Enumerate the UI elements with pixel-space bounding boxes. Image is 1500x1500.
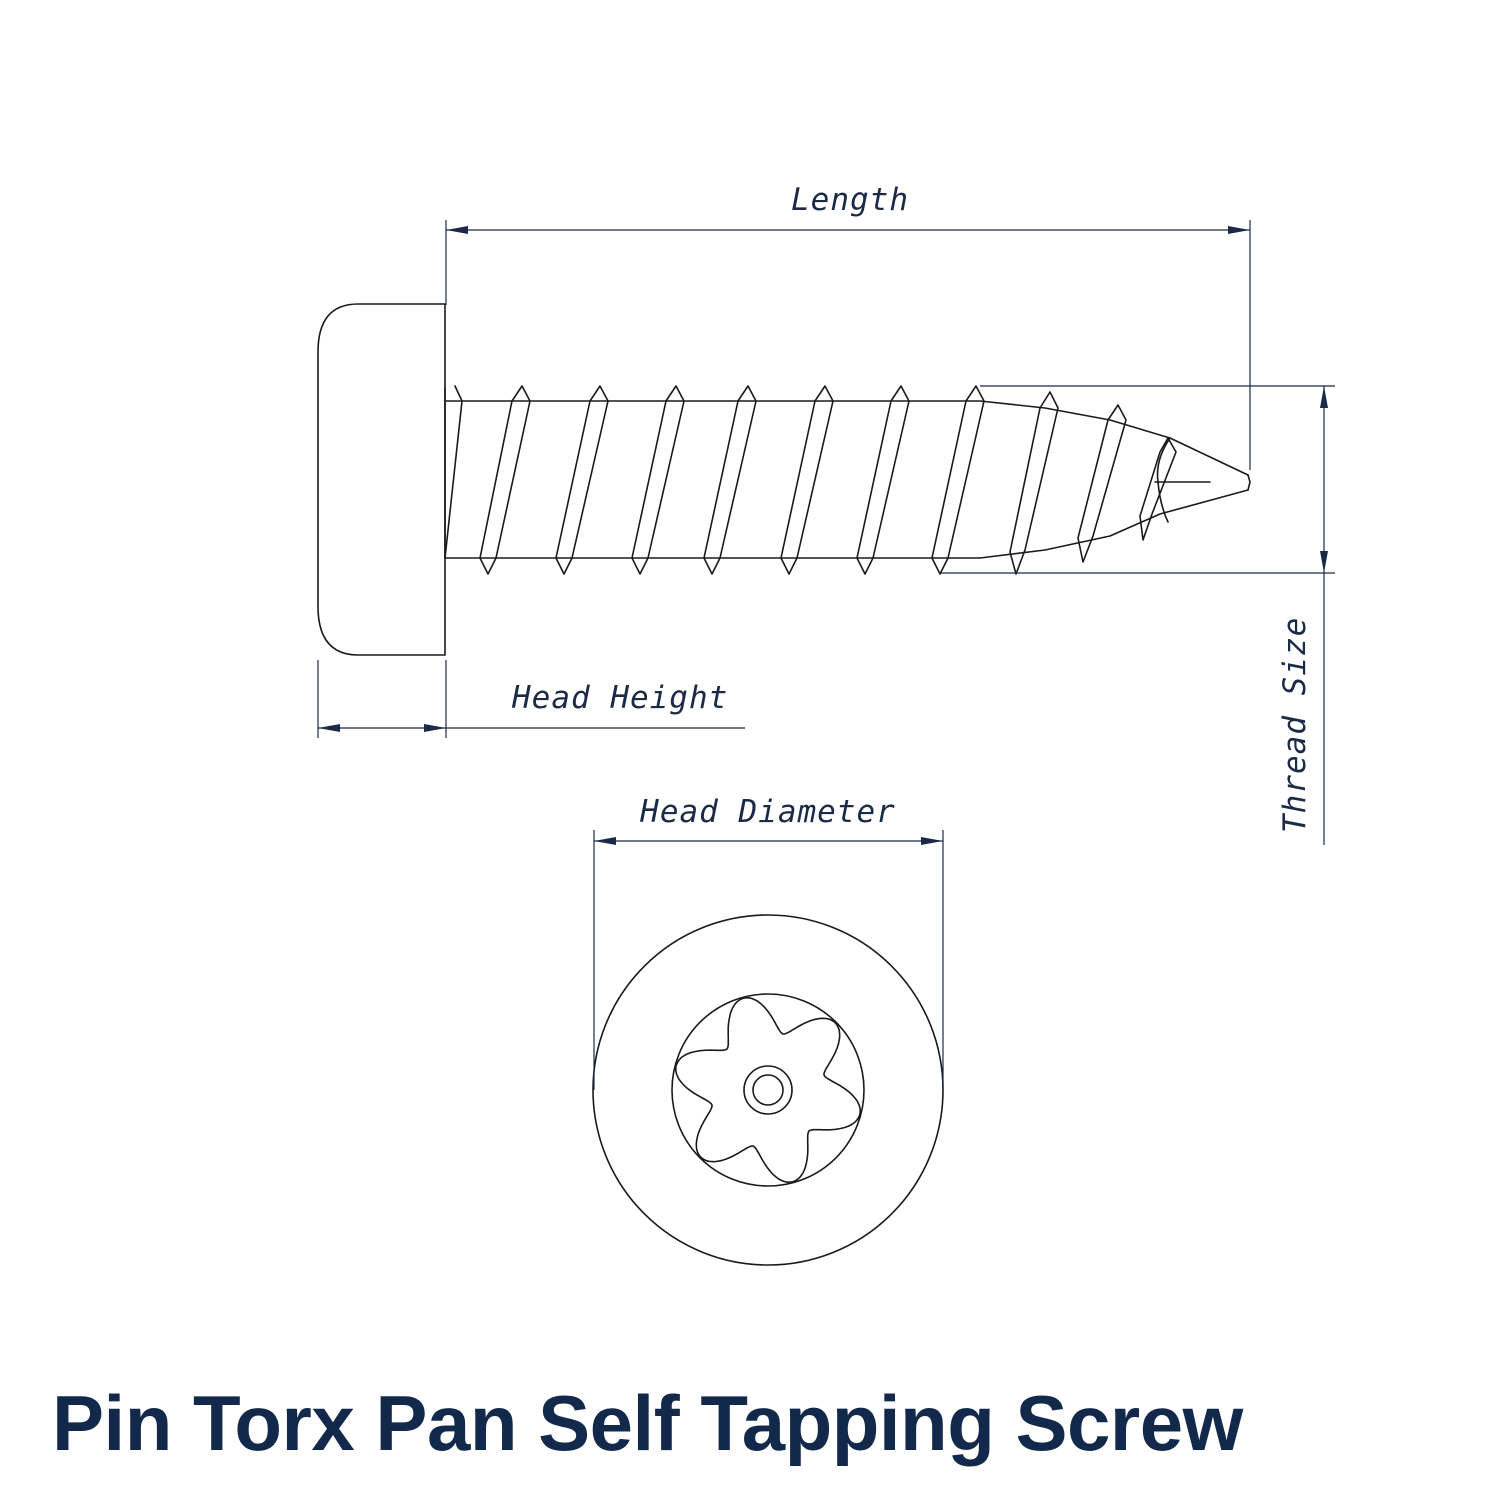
- head-height-label: Head Height: [511, 680, 728, 716]
- screw-head-top-view: [592, 914, 944, 1266]
- head-diameter-dimension: Head Diameter: [593, 794, 944, 1090]
- head-inner-circle: [671, 993, 865, 1187]
- product-title: Pin Torx Pan Self Tapping Screw: [52, 1379, 1243, 1467]
- head-outer-circle: [592, 914, 944, 1266]
- thread-size-label: Thread Size: [1277, 617, 1313, 833]
- thread-ridges: [444, 385, 1177, 575]
- tip-cut: [1154, 437, 1211, 523]
- length-label: Length: [791, 182, 909, 218]
- length-dimension: Length: [445, 182, 1251, 470]
- screw-side-view: [317, 303, 1251, 656]
- security-pin-inner: [752, 1074, 784, 1106]
- head-height-dimension: Head Height: [317, 660, 745, 738]
- thread-size-dimension: Thread Size: [940, 385, 1335, 845]
- shank-bottom-edge: [444, 489, 1249, 559]
- screw-tip: [1247, 474, 1251, 491]
- screw-head-side: [317, 303, 446, 656]
- shank-top-edge: [444, 400, 1249, 476]
- security-pin-outer: [743, 1065, 793, 1115]
- torx-recess: [675, 997, 861, 1183]
- head-diameter-label: Head Diameter: [639, 794, 896, 830]
